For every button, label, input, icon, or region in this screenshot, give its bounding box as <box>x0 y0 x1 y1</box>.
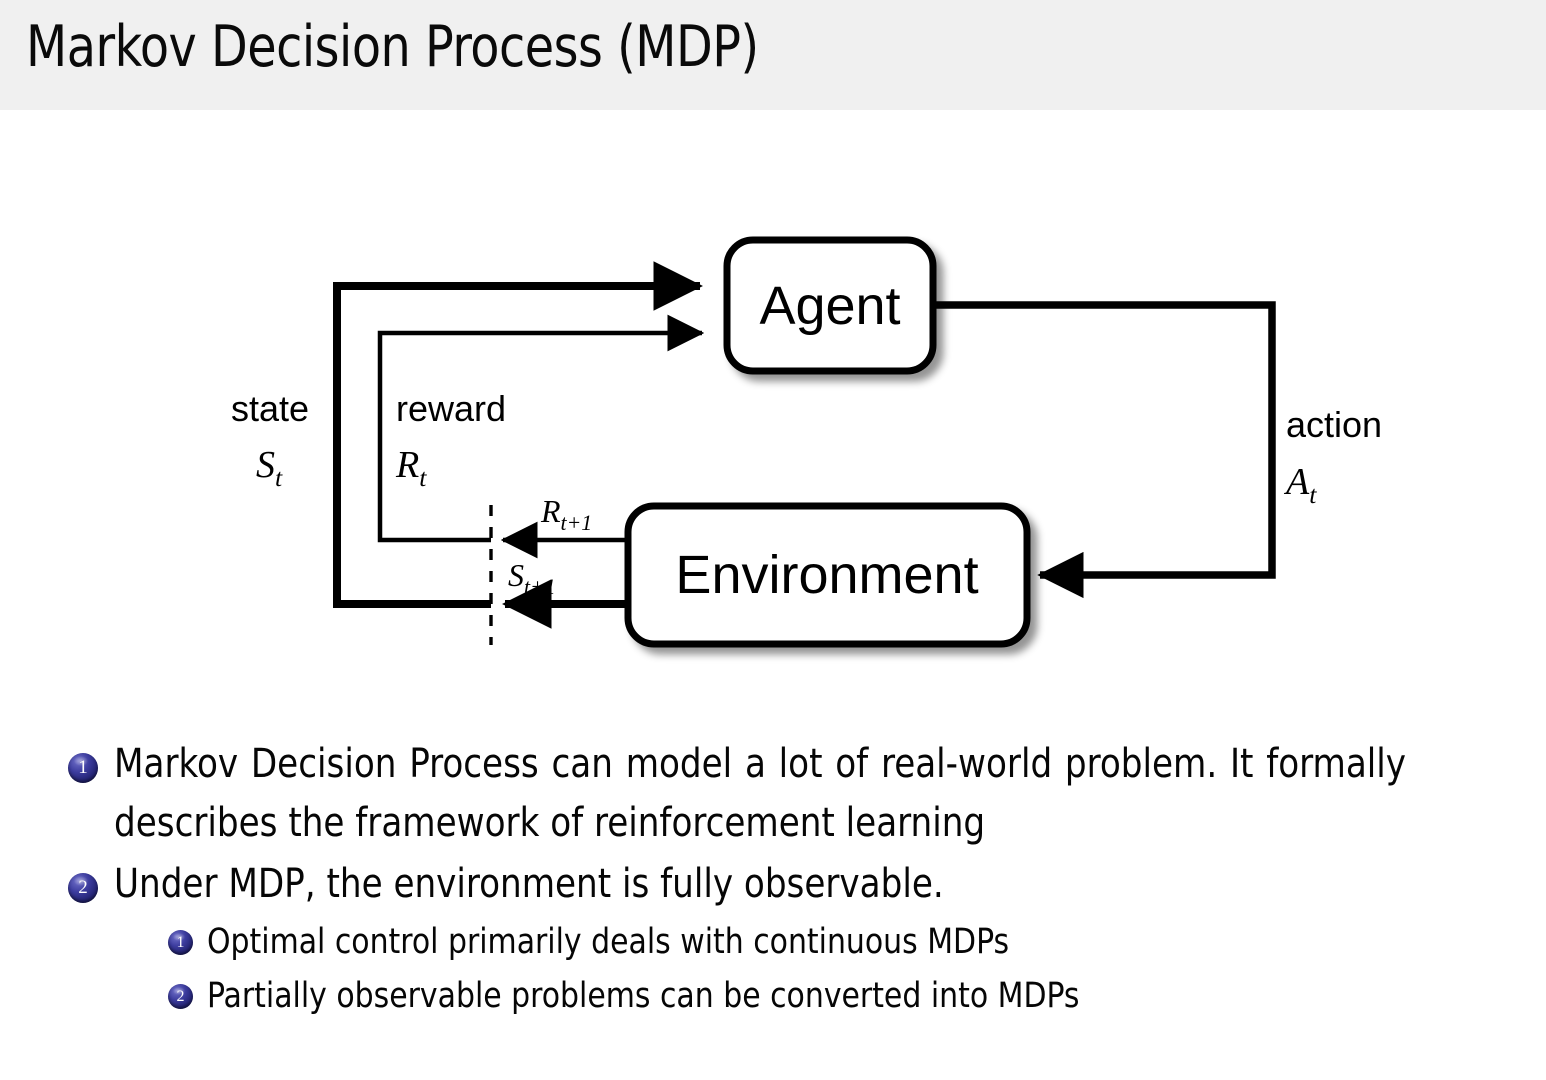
environment-node: Environment <box>624 502 1031 648</box>
sub-bullet-marker-1: 1 <box>168 930 193 955</box>
action-symbol-label: At <box>1283 461 1317 509</box>
bullet-text: Under MDP, the environment is fully obse… <box>114 861 944 907</box>
action-edge <box>933 301 1276 599</box>
state-label: state <box>231 388 309 429</box>
mdp-diagram: Agent Environment state St reward Rt act… <box>0 110 1546 710</box>
next-state-symbol-label: St+1 <box>508 557 556 599</box>
agent-node-label: Agent <box>759 276 900 336</box>
next-reward-symbol-label: Rt+1 <box>540 493 592 535</box>
agent-node: Agent <box>723 236 937 375</box>
sub-list-item[interactable]: 1 Optimal control primarily deals with c… <box>0 916 1546 968</box>
sub-bullet-marker-2: 2 <box>168 984 193 1009</box>
slide-header-band: Markov Decision Process (MDP) <box>0 0 1546 110</box>
list-item[interactable]: 1 Markov Decision Process can model a lo… <box>0 735 1546 853</box>
environment-node-label: Environment <box>675 545 978 605</box>
list-item[interactable]: 2 Under MDP, the environment is fully ob… <box>0 855 1546 914</box>
action-label: action <box>1286 404 1382 445</box>
bullet-marker-1: 1 <box>68 753 98 783</box>
bullet-marker-2: 2 <box>68 873 98 903</box>
sub-bullet-text: Partially observable problems can be con… <box>207 976 1080 1016</box>
bullet-text: Markov Decision Process can model a lot … <box>114 741 1406 846</box>
sub-list-item[interactable]: 2 Partially observable problems can be c… <box>0 970 1546 1022</box>
reward-label: reward <box>396 388 506 429</box>
page-title: Markov Decision Process (MDP) <box>26 14 759 80</box>
state-edge <box>333 261 703 608</box>
reward-symbol-label: Rt <box>395 444 427 492</box>
reward-edge <box>377 314 705 543</box>
bullet-list: 1 Markov Decision Process can model a lo… <box>0 735 1546 1024</box>
state-symbol-label: St <box>256 444 283 492</box>
sub-bullet-text: Optimal control primarily deals with con… <box>207 922 1010 962</box>
